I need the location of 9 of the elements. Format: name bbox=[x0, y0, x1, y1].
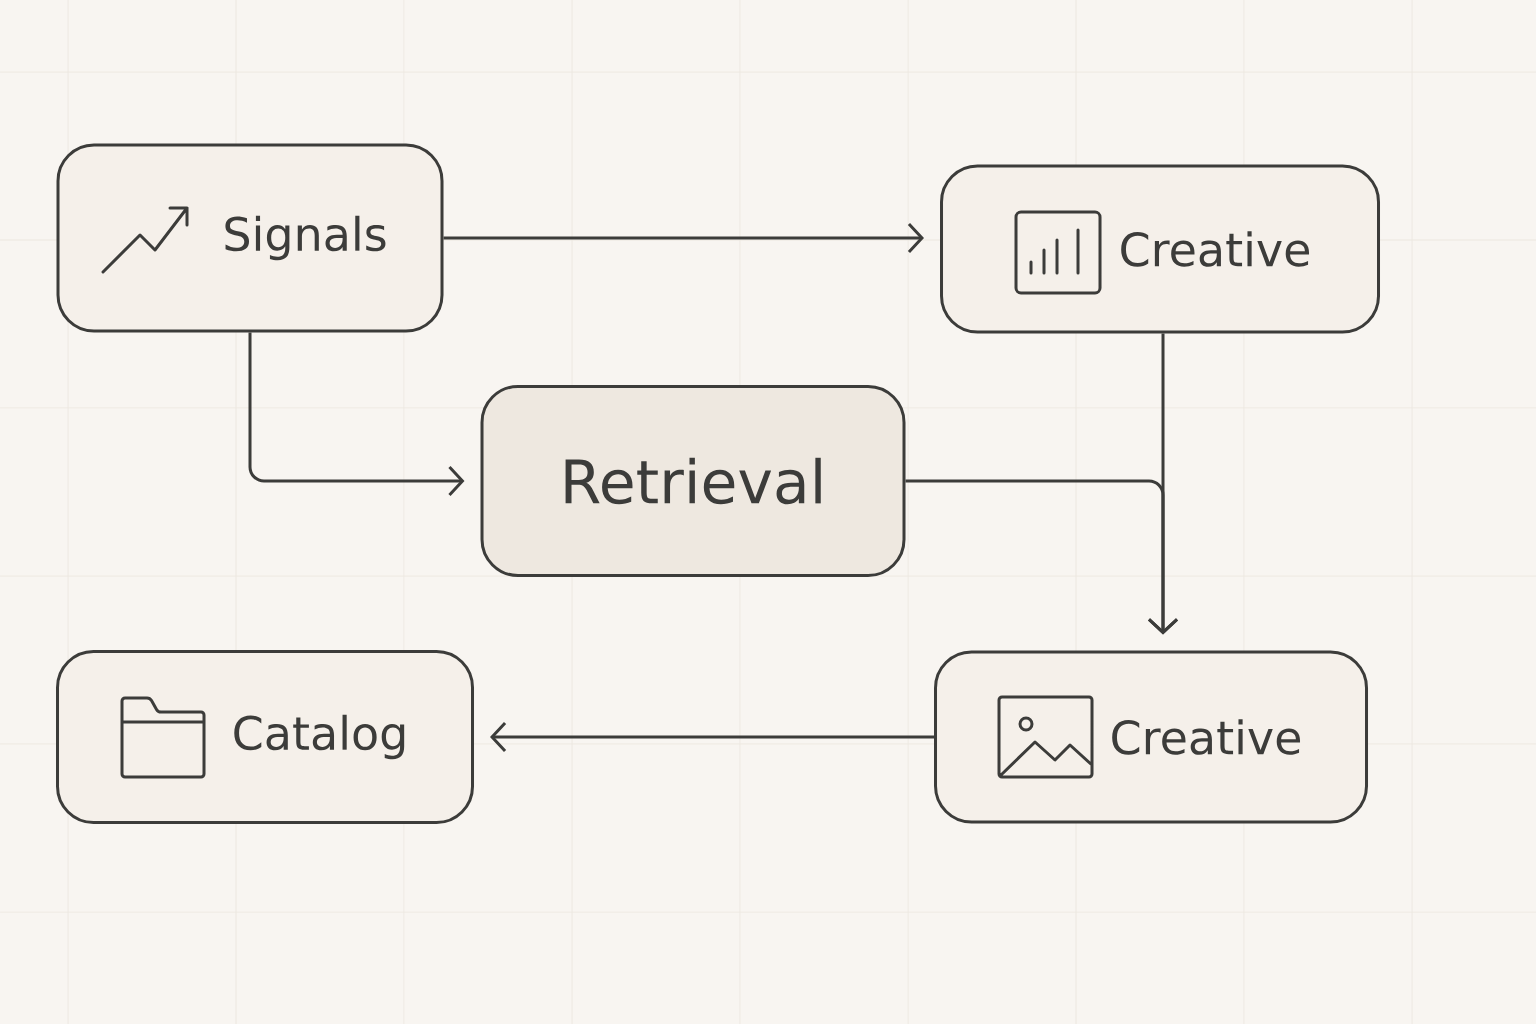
process-box: Catalog bbox=[56, 650, 474, 824]
arrow bbox=[905, 479, 1179, 635]
arrow bbox=[248, 332, 465, 496]
arrow bbox=[490, 721, 934, 752]
process-box: Creative bbox=[940, 164, 1380, 334]
process-box: Creative bbox=[934, 650, 1368, 824]
process-box: Retrieval bbox=[480, 385, 906, 577]
process-box: Signals bbox=[56, 143, 444, 333]
arrow bbox=[443, 222, 924, 253]
